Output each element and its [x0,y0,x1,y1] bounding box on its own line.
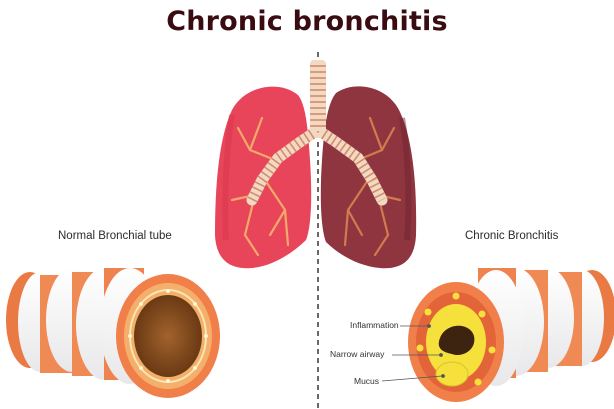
normal-bronchial-tube [6,268,220,398]
inflamed-bronchial-tube [382,268,614,402]
normal-tube-label: Normal Bronchial tube [58,230,172,242]
chronic-bronchitis-label: Chronic Bronchitis [465,230,558,242]
mucus-callout: Mucus [354,376,379,386]
narrow-airway-callout: Narrow airway [330,349,384,359]
lungs [215,60,416,268]
inflammation-callout: Inflammation [350,320,399,330]
